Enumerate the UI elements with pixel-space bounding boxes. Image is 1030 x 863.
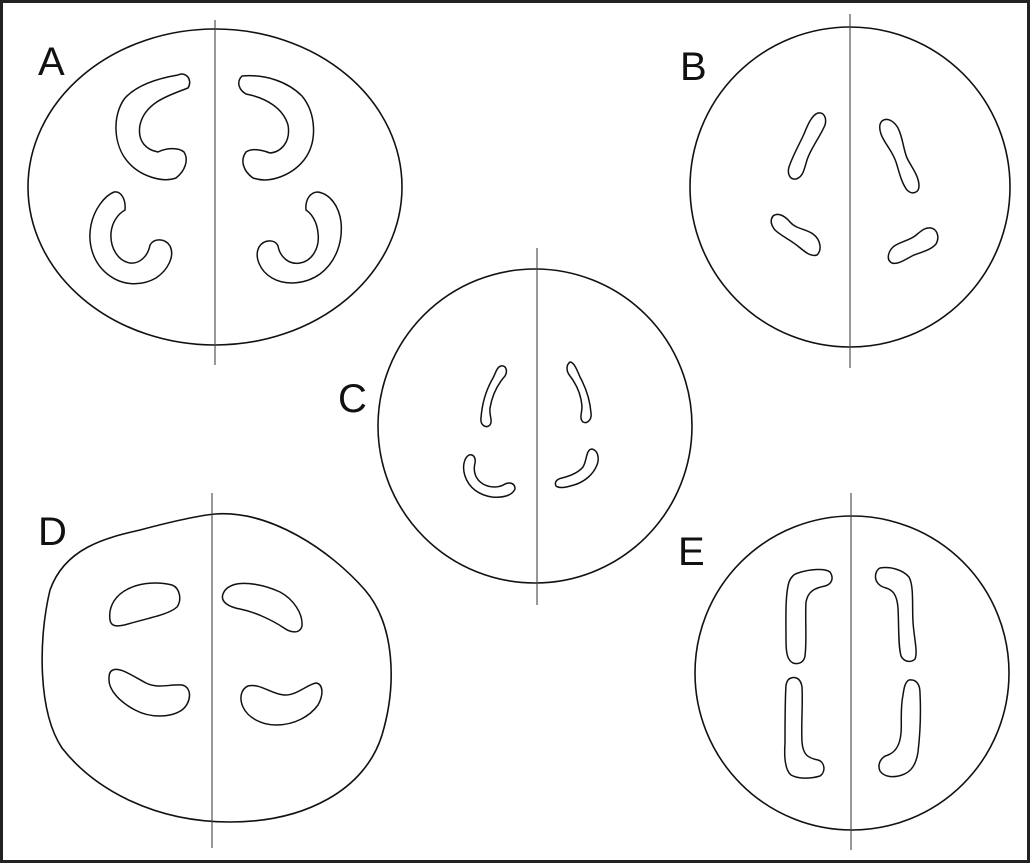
panel-d-bundle-upper-left (108, 582, 181, 627)
panel-a-label: A (38, 40, 65, 84)
panel-a: A (27, 20, 403, 365)
panel-e-label: E (678, 530, 705, 574)
panel-c-bundle-lower-right (554, 448, 599, 489)
panel-b-bundle-lower-left (770, 213, 821, 257)
panel-d-label: D (38, 510, 67, 554)
panel-d-bundle-lower-left (108, 668, 191, 717)
panel-a-bundle-upper-right (238, 74, 315, 181)
panel-e: E (678, 493, 1010, 850)
panel-e-bundle-upper-right (874, 566, 917, 663)
diagram-canvas: A B C D E (27, 14, 1011, 850)
panel-b-bundle-upper-right (878, 118, 920, 194)
panel-c-bundle-upper-right (566, 361, 592, 424)
panel-c-outline (377, 268, 693, 584)
panel-e-bundle-lower-right (878, 679, 922, 778)
panel-e-bundle-upper-left (785, 568, 833, 665)
panel-b: B (680, 14, 1011, 368)
panel-e-outline (694, 515, 1010, 831)
panel-d-outline (41, 513, 392, 823)
panel-e-bundle-lower-left (783, 676, 825, 779)
panel-a-bundle-upper-left (115, 73, 191, 181)
panel-c-label: C (338, 377, 367, 421)
panel-c: C (338, 248, 693, 605)
panel-b-label: B (680, 45, 707, 89)
panel-c-bundle-lower-left (462, 454, 516, 498)
panel-b-bundle-upper-left (787, 112, 827, 180)
panel-c-bundle-upper-left (480, 365, 508, 428)
panel-a-bundle-lower-left (89, 191, 173, 285)
panel-d-bundle-upper-right (221, 582, 303, 633)
panel-d-bundle-lower-right (240, 682, 323, 726)
panel-d: D (38, 493, 392, 848)
panel-a-bundle-lower-right (256, 191, 343, 284)
panel-b-bundle-lower-right (887, 227, 939, 265)
